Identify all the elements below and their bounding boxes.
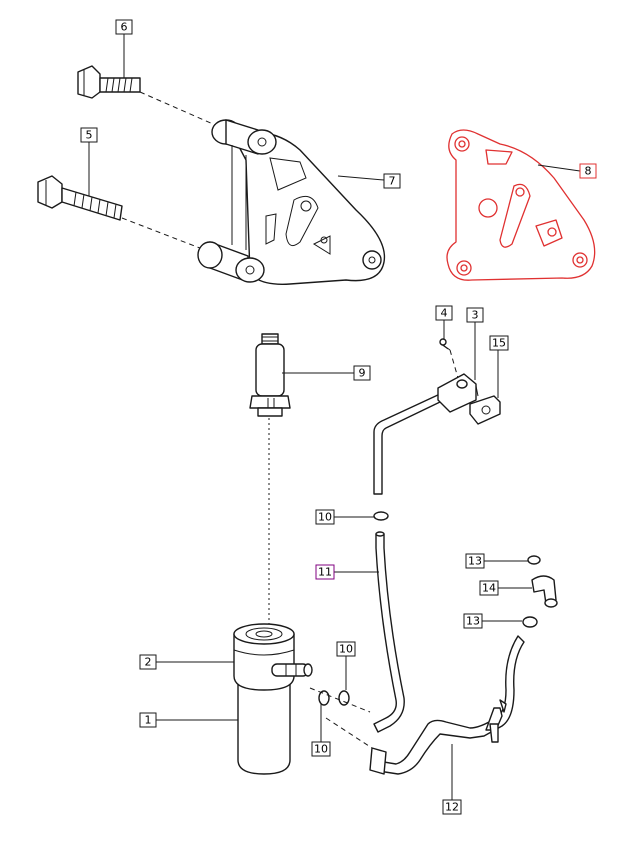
- callout-15[interactable]: 15: [489, 335, 509, 351]
- bolt-6-axis: [139, 91, 223, 129]
- bolt-5-axis: [121, 217, 206, 251]
- svg-text:4: 4: [441, 307, 448, 320]
- svg-text:12: 12: [445, 801, 459, 814]
- svg-text:15: 15: [492, 337, 506, 350]
- o-ring-13-lower[interactable]: [522, 616, 538, 628]
- callout-8[interactable]: 8: [579, 163, 597, 179]
- sender-9[interactable]: [249, 333, 291, 417]
- callout-10-lower-left[interactable]: 10: [311, 741, 331, 757]
- callout-4[interactable]: 4: [435, 305, 453, 321]
- bolt-6[interactable]: [77, 65, 141, 99]
- leader-7: [337, 175, 385, 181]
- svg-text:10: 10: [318, 511, 332, 524]
- callout-7[interactable]: 7: [383, 173, 401, 189]
- svg-text:13: 13: [466, 615, 480, 628]
- bracket-7[interactable]: [197, 119, 386, 285]
- callout-11[interactable]: 11: [315, 564, 335, 580]
- bolt-4[interactable]: [439, 338, 451, 351]
- callout-2[interactable]: 2: [139, 654, 157, 670]
- callout-9[interactable]: 9: [353, 365, 371, 381]
- svg-text:6: 6: [121, 21, 128, 34]
- svg-text:11: 11: [318, 566, 332, 579]
- o-ring-13-upper[interactable]: [527, 555, 541, 565]
- callout-10-lower-right[interactable]: 10: [336, 641, 356, 657]
- o-ring-10-upper[interactable]: [373, 511, 389, 521]
- gasket-8[interactable]: [446, 129, 596, 281]
- tube-11[interactable]: [373, 531, 405, 733]
- elbow-14[interactable]: [531, 575, 558, 608]
- leader-8: [537, 164, 581, 172]
- fitting-axis-2: [325, 717, 373, 749]
- callout-10-upper[interactable]: 10: [315, 509, 335, 525]
- o-ring-10-lower-right[interactable]: [338, 690, 350, 706]
- callout-5[interactable]: 5: [80, 127, 98, 143]
- svg-text:2: 2: [145, 656, 152, 669]
- tube-flange-3[interactable]: [373, 373, 479, 495]
- o-ring-10-lower-left[interactable]: [318, 690, 330, 706]
- svg-text:8: 8: [585, 165, 592, 178]
- callout-6[interactable]: 6: [115, 19, 133, 35]
- svg-text:9: 9: [359, 367, 366, 380]
- gasket-15[interactable]: [469, 395, 501, 425]
- bolt-5[interactable]: [37, 175, 123, 221]
- callout-13-upper[interactable]: 13: [465, 553, 485, 569]
- callout-14[interactable]: 14: [479, 580, 499, 596]
- svg-text:10: 10: [314, 743, 328, 756]
- bolt-4-axis: [449, 349, 459, 379]
- svg-text:10: 10: [339, 643, 353, 656]
- fitting-axis: [309, 687, 371, 713]
- svg-text:5: 5: [86, 129, 93, 142]
- svg-text:14: 14: [482, 582, 496, 595]
- svg-text:1: 1: [145, 714, 152, 727]
- svg-text:13: 13: [468, 555, 482, 568]
- callout-1[interactable]: 1: [139, 712, 157, 728]
- svg-text:3: 3: [472, 309, 479, 322]
- callout-12[interactable]: 12: [442, 799, 462, 815]
- filter-head-2[interactable]: [233, 623, 313, 691]
- callout-3[interactable]: 3: [466, 307, 484, 323]
- svg-text:7: 7: [389, 175, 396, 188]
- callout-13-lower[interactable]: 13: [463, 613, 483, 629]
- pipe-12[interactable]: [369, 635, 525, 775]
